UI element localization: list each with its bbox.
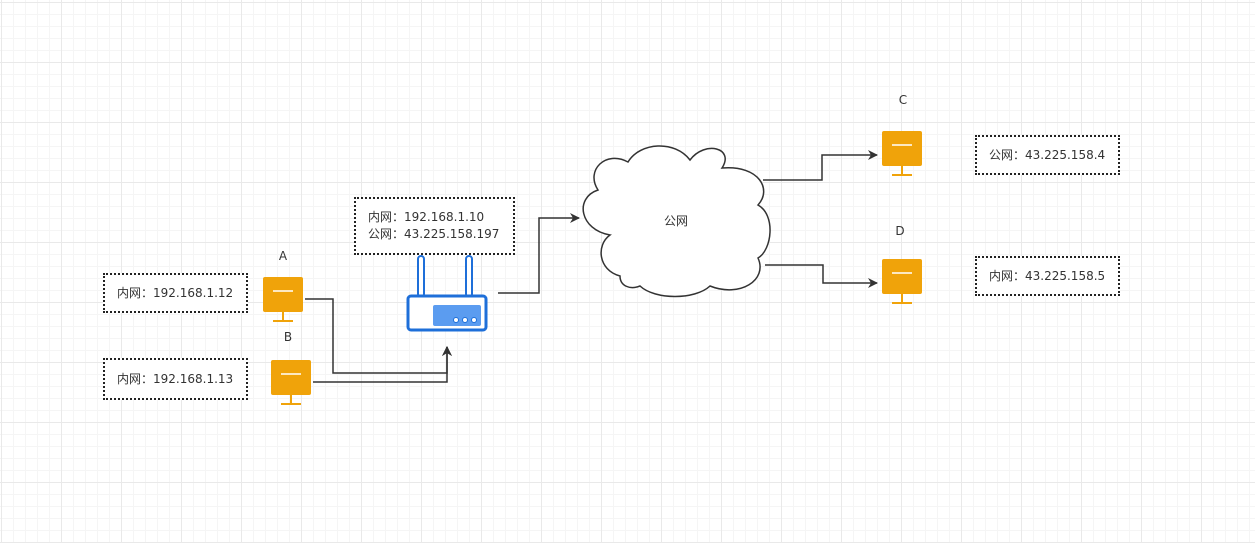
host-b-ip: 内网：192.168.1.13 xyxy=(117,371,234,386)
connector-cloud-c xyxy=(763,150,878,181)
computer-icon-c xyxy=(882,131,922,176)
connector-b-router xyxy=(313,346,452,383)
host-a-ip-box: 内网：192.168.1.12 xyxy=(103,273,248,313)
host-c-ip: 公网：43.225.158.4 xyxy=(989,147,1106,162)
cloud-label: 公网 xyxy=(663,214,688,228)
host-b-ip-box: 内网：192.168.1.13 xyxy=(103,358,248,400)
host-c-label: C xyxy=(898,93,908,107)
connector-router-cloud xyxy=(498,213,580,294)
router-ip-box: 内网：192.168.1.10 公网：43.225.158.197 xyxy=(354,197,515,255)
computer-icon-a xyxy=(263,277,303,322)
host-b-label: B xyxy=(283,330,293,344)
connector-cloud-d xyxy=(765,264,878,288)
computer-icon-b xyxy=(271,360,311,405)
host-a-label: A xyxy=(278,249,288,263)
wifi-router-icon xyxy=(406,255,488,332)
router-wan-ip: 公网：43.225.158.197 xyxy=(368,227,500,241)
cloud-icon xyxy=(582,145,771,298)
computer-icon-d xyxy=(882,259,922,304)
host-d-label: D xyxy=(895,224,905,238)
host-d-ip: 内网：43.225.158.5 xyxy=(989,268,1106,283)
router-lan-ip: 内网：192.168.1.10 xyxy=(368,210,485,224)
host-a-ip: 内网：192.168.1.12 xyxy=(117,285,234,300)
host-c-ip-box: 公网：43.225.158.4 xyxy=(975,135,1120,175)
host-d-ip-box: 内网：43.225.158.5 xyxy=(975,256,1120,296)
